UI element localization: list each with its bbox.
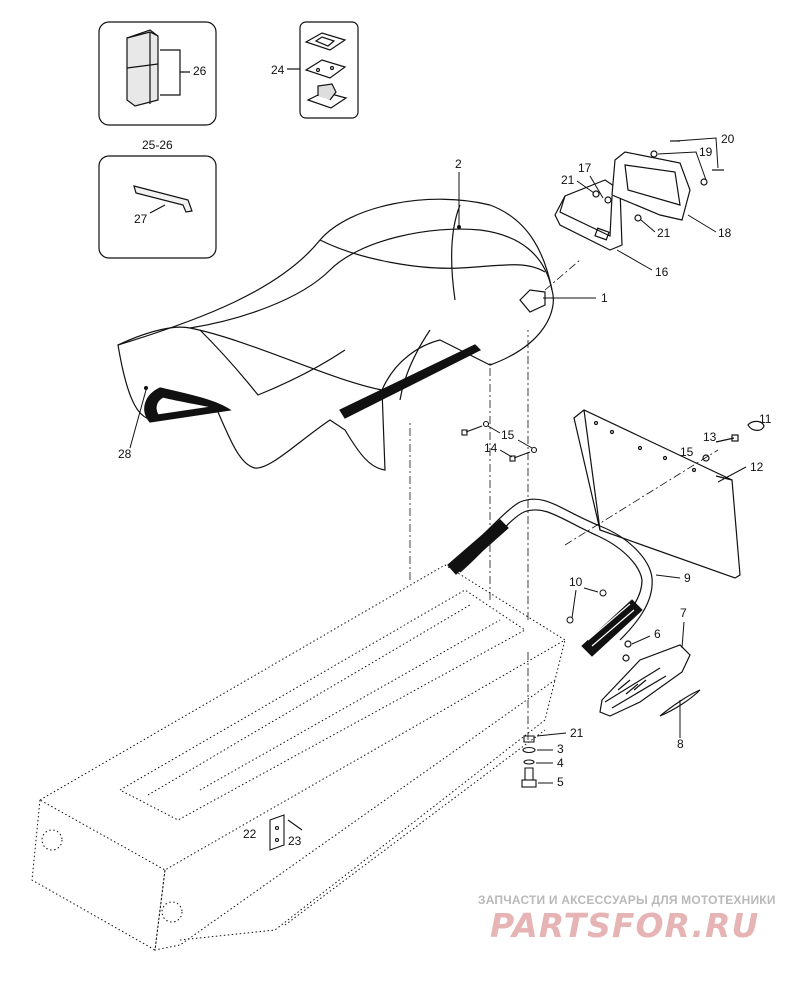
bolt-10b — [566, 616, 574, 624]
leader-28 — [129, 389, 147, 449]
callout-22: 22 — [243, 827, 257, 841]
callout-4: 4 — [557, 756, 564, 770]
callout-15-flap: 15 — [680, 445, 694, 459]
callout-5: 5 — [557, 775, 564, 789]
callout-21-bottom: 21 — [570, 726, 584, 740]
callout-24: 24 — [271, 63, 285, 77]
leader-19 — [657, 151, 707, 181]
watermark-tagline: ЗАПЧАСТИ И АКСЕССУАРЫ ДЛЯ МОТОТЕХНИКИ — [478, 893, 776, 907]
seat-bolts — [461, 420, 538, 462]
leader-14 — [499, 449, 513, 458]
leader-dot-2 — [457, 225, 461, 229]
callout-26: 26 — [193, 64, 207, 78]
callout-17: 17 — [578, 161, 592, 175]
leader-17 — [589, 175, 604, 199]
callout-1: 1 — [601, 291, 608, 305]
callout-7: 7 — [680, 606, 687, 620]
callout-11: 11 — [759, 412, 772, 426]
callout-3: 3 — [557, 742, 564, 756]
leader-10 — [571, 587, 599, 619]
watermark-logo: PARTSFOR.RU — [490, 906, 760, 945]
leader-9 — [655, 574, 681, 579]
leader-dot-28 — [144, 386, 148, 390]
callout-19: 19 — [699, 145, 713, 159]
alignment-lines — [409, 259, 719, 740]
callout-9: 9 — [684, 571, 691, 585]
leader-20 — [675, 137, 719, 169]
bolt-10a — [599, 589, 607, 597]
callout-14: 14 — [484, 441, 498, 455]
callout-25-26: 25-26 — [142, 138, 173, 152]
callout-6: 6 — [654, 627, 661, 641]
side-step — [599, 640, 701, 717]
callout-27: 27 — [134, 212, 148, 226]
callout-16: 16 — [655, 265, 669, 279]
leader-21-top — [576, 180, 595, 194]
tunnel-frame — [31, 564, 566, 951]
callout-2: 2 — [455, 157, 462, 171]
inset-27 — [98, 155, 217, 259]
callout-21-top: 21 — [561, 173, 575, 187]
bracket-22 — [269, 814, 303, 851]
callout-21-mid: 21 — [657, 226, 671, 240]
callout-28: 28 — [118, 447, 132, 461]
bottom-hardware — [521, 735, 537, 788]
inset-25-26 — [98, 21, 217, 126]
callout-20: 20 — [721, 132, 735, 146]
callout-12: 12 — [750, 460, 764, 474]
leader-21-mid — [640, 219, 656, 233]
grab-handle — [447, 498, 653, 657]
leader-7 — [681, 621, 685, 649]
callout-23: 23 — [288, 834, 302, 848]
taillight-assembly — [554, 140, 724, 251]
leader-21-bottom — [536, 732, 567, 737]
leader-12 — [717, 466, 747, 483]
callout-18: 18 — [718, 226, 732, 240]
inset-24 — [287, 21, 359, 119]
callout-15-seat: 15 — [501, 428, 515, 442]
callout-10: 10 — [569, 575, 583, 589]
seat-assembly — [117, 198, 554, 471]
snow-flap — [573, 409, 765, 579]
leader-16 — [616, 249, 653, 271]
callout-13: 13 — [703, 430, 717, 444]
leader-6 — [631, 635, 651, 645]
callout-8: 8 — [677, 737, 684, 751]
leader-18 — [687, 214, 717, 233]
